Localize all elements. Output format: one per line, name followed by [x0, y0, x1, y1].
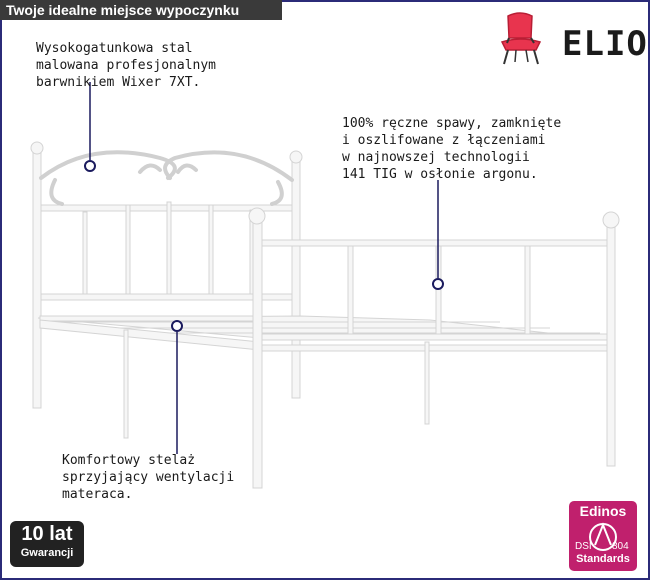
headboard-post-right: [291, 161, 301, 399]
footboard-finial-right: [602, 211, 620, 229]
feature-line: 141 TIG w osłonie argonu.: [342, 167, 538, 182]
warranty-label: Gwarancji: [20, 547, 74, 559]
feature-line: sprzyjający wentylacji: [62, 470, 235, 485]
edinos-number: 804: [612, 541, 629, 552]
footboard-finial-left: [248, 207, 266, 225]
headboard-post-left: [32, 151, 42, 409]
callout-marker-welds: [432, 278, 444, 290]
feature-note-welds: 100% ręczne spawy, zamknięte i oszlifowa…: [342, 115, 561, 183]
feature-line: i oszlifowane z łączeniami: [342, 133, 546, 148]
footboard-post-right: [606, 225, 616, 467]
edinos-name: Edinos: [579, 503, 627, 519]
callout-marker-slats: [171, 320, 183, 332]
feature-line: Komfortowy stelaż: [62, 453, 196, 468]
feature-line: w najnowszej technologii: [342, 150, 530, 165]
feature-line: barwnikiem Wixer 7XT.: [36, 75, 201, 90]
page-title: Twoje idealne miejsce wypoczynku: [0, 0, 282, 20]
edinos-badge: Edinos DSI 804 Standards: [569, 501, 637, 571]
warranty-years: 10 lat: [21, 523, 73, 545]
brand-logo: ELIOR: [498, 10, 650, 70]
warranty-badge: 10 lat Gwarancji: [10, 521, 84, 567]
edinos-emblem-icon: [589, 522, 617, 551]
edinos-standards: Standards: [576, 553, 630, 565]
feature-line: 100% ręczne spawy, zamknięte: [342, 116, 562, 131]
feature-note-slats: Komfortowy stelaż sprzyjający wentylacji…: [62, 452, 234, 503]
edinos-dsi: DSI: [575, 541, 592, 552]
feature-line: Wysokogatunkowa stal: [36, 41, 193, 56]
headboard-finial-left: [30, 141, 44, 155]
callout-marker-steel: [84, 160, 96, 172]
headboard-finial-right: [289, 150, 303, 164]
feature-line: malowana profesjonalnym: [36, 58, 217, 73]
brand-name: ELIOR: [562, 24, 650, 64]
feature-line: materaca.: [62, 487, 133, 502]
feature-note-steel: Wysokogatunkowa stal malowana profesjona…: [36, 40, 216, 91]
chair-icon: [500, 12, 542, 65]
footboard-post-left: [252, 221, 263, 489]
